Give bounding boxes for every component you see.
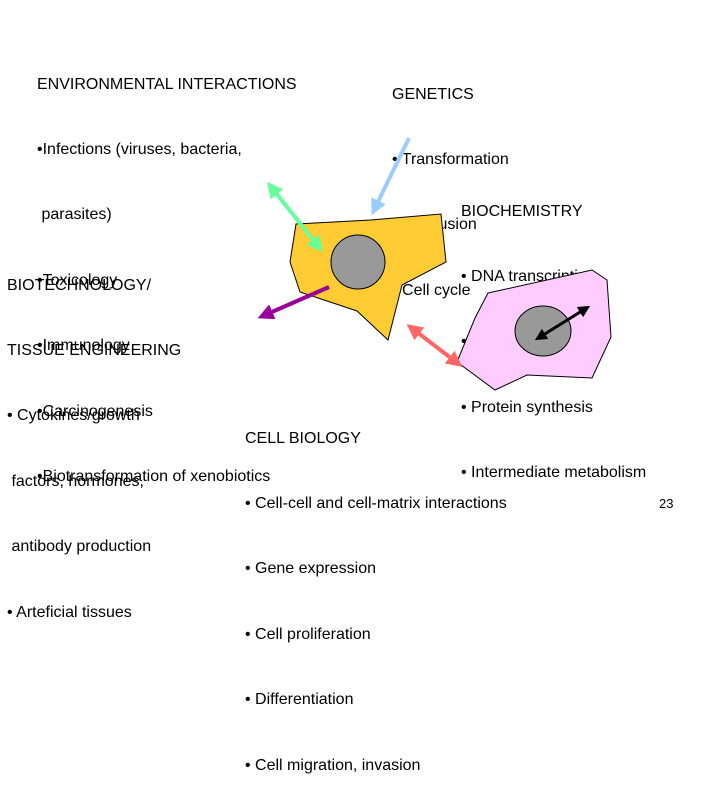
genetics-item: • Transformation xyxy=(392,150,509,168)
environmental-item: •Carcinogenesis xyxy=(37,402,153,420)
cell-biology-title: CELL BIOLOGY xyxy=(245,429,361,447)
purple-arrow xyxy=(257,285,330,320)
environmental-title: ENVIRONMENTAL INTERACTIONS xyxy=(37,75,297,93)
black-double-arrow xyxy=(534,305,591,341)
cell-biology-item: • Cell-cell and cell-matrix interactions xyxy=(245,494,507,512)
biochemistry-title: BIOCHEMISTRY xyxy=(461,202,583,220)
biochemistry-item: • Protein synthesis xyxy=(461,398,593,416)
cell-diagram xyxy=(257,137,612,391)
cell-biology-item: • Cell proliferation xyxy=(245,625,371,643)
environmental-block: ENVIRONMENTAL INTERACTIONS •Infections (… xyxy=(37,30,297,510)
genetics-title: GENETICS xyxy=(392,85,474,103)
cell-biology-item: • Differentiation xyxy=(245,691,354,709)
cell-biology-item: • Cell migration, invasion xyxy=(245,756,421,774)
yellow-cell-nucleus xyxy=(330,234,386,290)
biotechnology-item: factors, hormones, xyxy=(7,472,144,490)
lightblue-arrow xyxy=(371,137,411,216)
page-number: 23 xyxy=(659,496,674,511)
environmental-item: •Biotransformation of xenobiotics xyxy=(37,467,271,485)
green-double-arrow xyxy=(267,181,323,253)
biotechnology-title-line1: BIOTECHNOLOGY/ xyxy=(7,276,152,294)
biochemistry-item: • Intermediate metabolism xyxy=(461,464,647,482)
environmental-item: parasites) xyxy=(37,206,112,224)
cell-biology-item: • Gene expression xyxy=(245,560,377,578)
pink-cell-nucleus xyxy=(514,305,572,357)
biotechnology-title-line2: TISSUE ENGINEERING xyxy=(7,341,182,359)
biotechnology-item: • Arteficial tissues xyxy=(7,603,132,621)
environmental-item: •Toxicology xyxy=(37,271,118,289)
red-double-arrow xyxy=(406,324,463,367)
biotechnology-item: • Cytokines/growth xyxy=(7,407,140,425)
environmental-item: •Infections (viruses, bacteria, xyxy=(37,140,242,158)
environmental-item: •Immunology xyxy=(37,337,130,355)
